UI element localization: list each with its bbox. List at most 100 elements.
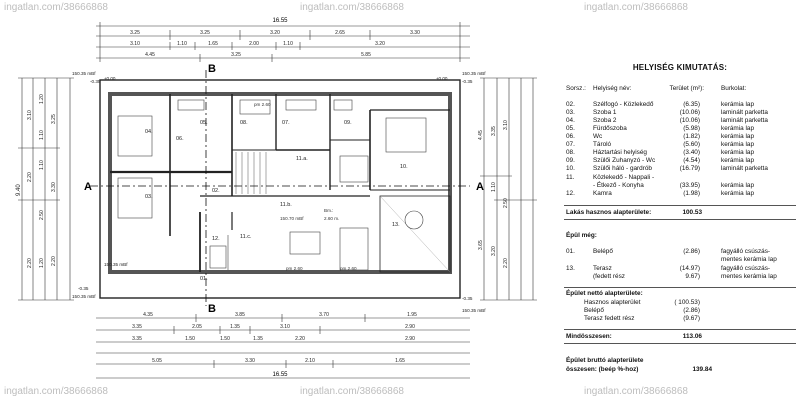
room-01: 01. xyxy=(200,276,208,282)
table-row: 11.Közlekedő - Nappali - xyxy=(560,174,800,183)
row-cover: laminált parketta xyxy=(721,165,768,172)
row-area: ( 100.53) xyxy=(674,299,700,306)
brutto-value: 139.84 xyxy=(692,366,712,373)
section-mark-a-left: A xyxy=(84,181,92,193)
dim-left-c2-3: 1.10 xyxy=(39,160,45,170)
fedett-value: 9.67) xyxy=(685,273,700,280)
lakas-value: 100.53 xyxy=(682,209,702,216)
row-no: 09. xyxy=(566,157,575,164)
row-no: 06. xyxy=(566,133,575,140)
dim-top-r2-6: 3.20 xyxy=(375,41,385,47)
watermark: ingatlan.com/38666868 xyxy=(300,386,404,397)
row-cover: kerámia lap xyxy=(721,101,755,108)
row-area: (5.98) xyxy=(683,125,700,132)
level-mark-3: 150.35 mBf xyxy=(104,262,128,267)
row-no: 13. xyxy=(566,265,575,272)
watermark: ingatlan.com/38666868 xyxy=(4,2,108,13)
dim-bot-3-6: 2.90 xyxy=(405,336,415,342)
dim-top-r1-4: 2.65 xyxy=(335,30,345,36)
row-name: Szoba 1 xyxy=(593,109,617,116)
header-no: Sorsz.: xyxy=(566,85,586,92)
row-area: (33.95) xyxy=(679,182,700,189)
ceiling-3: pm 2.60 xyxy=(340,266,357,271)
row-area: (1.98) xyxy=(683,190,700,197)
dim-bot-1-4: 1.95 xyxy=(407,312,417,318)
row-cover: laminált parketta xyxy=(721,109,768,116)
row-area: (9.67) xyxy=(683,315,700,322)
schedule-title: HELYISÉG KIMUTATÁS: xyxy=(632,63,728,72)
dim-right-c1-2: 3.65 xyxy=(478,240,484,250)
row-no: 08. xyxy=(566,149,575,156)
row-area: (3.40) xyxy=(683,149,700,156)
section-mark-b-top: B xyxy=(208,63,216,75)
total-value: 113.06 xyxy=(682,333,702,340)
table-row: Terasz fedett rész(9.67) xyxy=(560,315,800,324)
row-cover: fagyálló csúszás- xyxy=(721,265,771,272)
dim-left-c2-4: 2.50 xyxy=(39,210,45,220)
row-area: (10.06) xyxy=(679,117,700,124)
watermark: ingatlan.com/38666868 xyxy=(584,386,688,397)
header-name: Helyiség név: xyxy=(593,85,632,92)
fedett-label: (fedett rész xyxy=(593,273,625,280)
dim-top-r3-2: 3.25 xyxy=(231,52,241,58)
dim-bot-3-3: 1.50 xyxy=(220,336,230,342)
row-no: 04. xyxy=(566,117,575,124)
dim-left-c3-2: 3.30 xyxy=(51,182,57,192)
room-11b: 11.b. xyxy=(280,202,292,208)
dim-bot-3-5: 2.20 xyxy=(295,336,305,342)
dim-left-c3-1: 3.25 xyxy=(51,114,57,124)
dim-bot-3-4: 1.35 xyxy=(253,336,263,342)
dim-left-c2-2: 1.10 xyxy=(39,130,45,140)
dim-right-c1-1: 4.45 xyxy=(478,130,484,140)
dim-right-c2-1: 3.35 xyxy=(491,126,497,136)
dim-left-c1-3: 2.20 xyxy=(27,258,33,268)
minus-1: -0.35 xyxy=(90,79,101,84)
level-mark-1: 150.35 mBf xyxy=(72,71,96,76)
dim-top-r1-5: 3.30 xyxy=(410,30,420,36)
dim-overall-top: 16.55 xyxy=(272,18,288,24)
dim-top-r2-5: 1.10 xyxy=(283,41,293,47)
row-name: Háztartási helyiség xyxy=(593,149,647,156)
row-no: 07. xyxy=(566,141,575,148)
dim-top-r1-3: 3.20 xyxy=(270,30,280,36)
row-name: Terasz xyxy=(593,265,612,272)
row-name: Szélfogó - Közlekedő xyxy=(593,101,654,108)
section-mark-b-bottom: B xyxy=(208,303,216,315)
section-mark-a-right: A xyxy=(476,181,484,193)
room-11a: 11.a. xyxy=(296,156,308,162)
dim-right-c3-1: 3.10 xyxy=(503,120,509,130)
row-area: (4.54) xyxy=(683,157,700,164)
watermark: ingatlan.com/38666868 xyxy=(300,2,404,13)
dim-top-r2-3: 1.65 xyxy=(208,41,218,47)
row-area: (2.86) xyxy=(683,248,700,255)
row-cover: kerámia lap xyxy=(721,190,755,197)
row-no: 02. xyxy=(566,101,575,108)
table-row: 01.Belépő(2.86)fagyálló csúszás- xyxy=(560,248,800,257)
room-09: 09. xyxy=(344,120,352,126)
brutto-label-1: Épület bruttó alapterülete xyxy=(566,357,644,364)
level-mark-2: 150.35 mBf xyxy=(462,71,486,76)
table-row: 02.Szélfogó - Közlekedő(6.35)kerámia lap xyxy=(560,101,800,110)
room-note-height: 2.60 m. xyxy=(324,216,339,221)
row-cover: laminált parketta xyxy=(721,117,768,124)
room-12: 12. xyxy=(212,236,220,242)
room-10: 10. xyxy=(400,164,408,170)
row-cover: mentes kerámia lap xyxy=(721,256,777,263)
dim-bot-1-2: 3.85 xyxy=(235,312,245,318)
dim-left-c3-3: 2.20 xyxy=(51,256,57,266)
room-07: 07. xyxy=(282,120,290,126)
dim-top-r1-2: 3.25 xyxy=(200,30,210,36)
row-cover: kerámia lap xyxy=(721,141,755,148)
row-name: Tároló xyxy=(593,141,612,148)
dim-bot-2-3: 1.35 xyxy=(230,324,240,330)
minus-3: -0.35 xyxy=(78,286,89,291)
dim-right-c2-3: 3.20 xyxy=(491,246,497,256)
total-label: Mindösszesen: xyxy=(566,333,612,340)
dim-left-c1-1: 3.10 xyxy=(27,110,33,120)
divider xyxy=(564,343,796,344)
level-center: 150.70 mBf xyxy=(280,216,304,221)
row-name: - Étkező - Konyha xyxy=(593,182,644,189)
divider xyxy=(564,287,796,288)
ceiling-2: pm 2.60 xyxy=(286,266,303,271)
